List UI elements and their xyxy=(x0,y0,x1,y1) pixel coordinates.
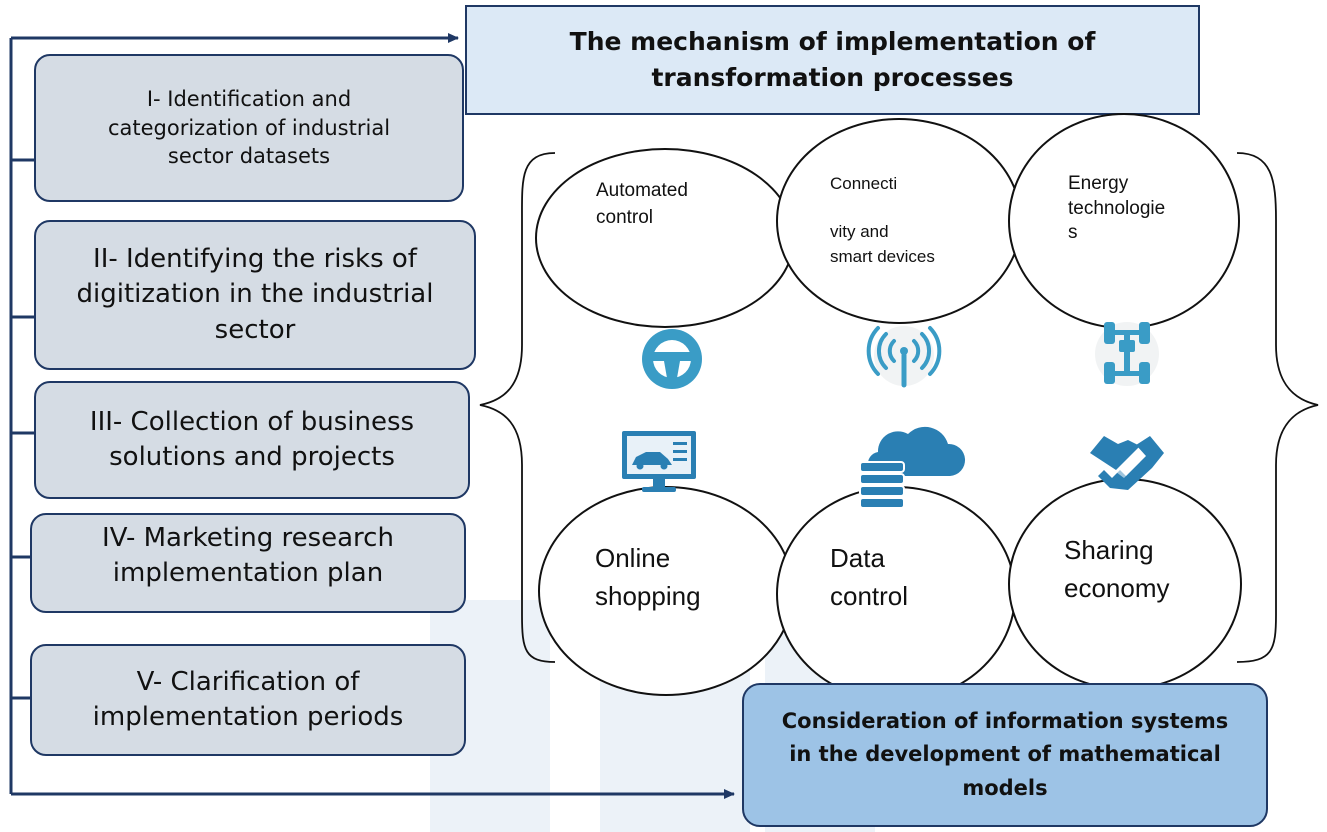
automated-control-line-1: Automated xyxy=(596,180,688,201)
tech-circle-data-control xyxy=(776,486,1016,702)
step-5-label: V- Clarification of implementation perio… xyxy=(92,666,404,732)
step-1-label: I- Identification and categorization of … xyxy=(107,87,391,169)
mechanism-title-text: The mechanism of implementation of trans… xyxy=(569,26,1096,92)
result-text: Consideration of information systems in … xyxy=(781,708,1229,800)
automated-control-label: Automated control xyxy=(596,178,688,231)
tech-circle-sharing-economy xyxy=(1008,478,1242,690)
data-control-line-2: control xyxy=(830,580,909,611)
online-shopping-label: Online shopping xyxy=(595,540,701,615)
step-1: I- Identification and categorization of … xyxy=(34,54,464,202)
right-curly-brace xyxy=(1236,152,1319,663)
data-control-label: Data control xyxy=(830,540,908,615)
data-control-line-1: Data xyxy=(830,543,885,573)
energy-line-2: technologie xyxy=(1068,197,1166,219)
connectivity-line-3: smart devices xyxy=(830,247,935,266)
energy-label: Energy technologie s xyxy=(1068,172,1165,246)
energy-line-1: Energy xyxy=(1068,173,1129,194)
mechanism-title: The mechanism of implementation of trans… xyxy=(465,5,1200,115)
online-shopping-line-2: shopping xyxy=(595,580,701,611)
step-2: II- Identifying the risks of digitizatio… xyxy=(34,220,476,370)
step-3-label: III- Collection of business solutions an… xyxy=(89,406,415,472)
sharing-economy-label: Sharing economy xyxy=(1064,532,1170,607)
energy-line-3: s xyxy=(1068,222,1078,244)
step-4-label: IV- Marketing research implementation pl… xyxy=(102,523,394,589)
result-box: Consideration of information systems in … xyxy=(742,683,1268,827)
tech-circle-energy xyxy=(1008,113,1240,329)
connectivity-line-2: vity and xyxy=(830,222,889,241)
sharing-economy-line-1: Sharing xyxy=(1064,535,1154,565)
tech-circle-online-shopping xyxy=(538,486,794,696)
step-2-label: II- Identifying the risks of digitizatio… xyxy=(76,244,434,345)
tech-circle-automated-control xyxy=(535,148,795,328)
online-shopping-line-1: Online xyxy=(595,543,671,573)
automated-control-line-2: control xyxy=(596,206,654,228)
connectivity-line-1: Connecti xyxy=(830,174,898,193)
tech-circle-connectivity xyxy=(776,118,1022,324)
step-4: IV- Marketing research implementation pl… xyxy=(30,513,466,613)
connectivity-label: Connecti vity and smart devices xyxy=(830,174,935,267)
step-3: III- Collection of business solutions an… xyxy=(34,381,470,499)
left-bracket-line xyxy=(9,33,735,799)
sharing-economy-line-2: economy xyxy=(1064,572,1170,603)
left-curly-brace xyxy=(479,152,556,663)
step-5: V- Clarification of implementation perio… xyxy=(30,644,466,756)
